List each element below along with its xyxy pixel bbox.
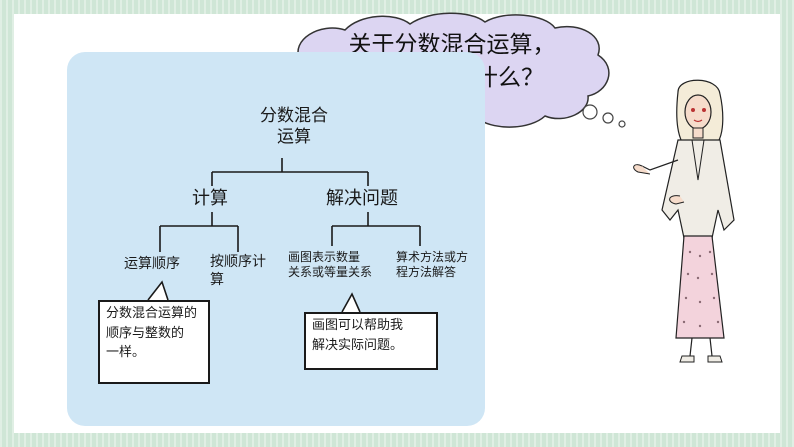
note-pointer [147, 280, 169, 301]
leaf-calculate-in-order: 按顺序计 算 [210, 254, 266, 288]
note-drawing-helps: 画图可以帮助我 解决实际问题。 [304, 312, 438, 370]
leaf-operation-order: 运算顺序 [124, 256, 180, 272]
teacher-hand [633, 164, 651, 175]
thought-dot [602, 112, 614, 124]
teacher-shoe [679, 355, 695, 363]
leaf-arithmetic-or-equation: 算术方法或方 程方法解答 [396, 250, 469, 279]
teacher-skirt [675, 235, 725, 339]
teacher-arm [641, 159, 679, 171]
leaf-draw-relations: 画图表示数量 关系或等量关系 [288, 250, 373, 279]
teacher-eye [691, 108, 695, 112]
teacher-shoe [707, 355, 723, 363]
branch-calculation: 计算 [192, 188, 228, 209]
branch-problem-solving: 解决问题 [326, 188, 398, 209]
teacher-eye [702, 108, 706, 112]
teacher-hand [669, 195, 685, 205]
teacher-figure [633, 79, 735, 363]
teacher-jacket [661, 139, 735, 239]
note-operation-order: 分数混合运算的 顺序与整数的 一样。 [98, 300, 210, 384]
thought-dot [582, 104, 598, 120]
teacher-mouth [693, 119, 703, 123]
mind-map-root: 分数混合 运算 [260, 106, 328, 148]
note-pointer [341, 292, 361, 313]
thought-dot [618, 120, 626, 128]
teacher-face [684, 94, 712, 130]
